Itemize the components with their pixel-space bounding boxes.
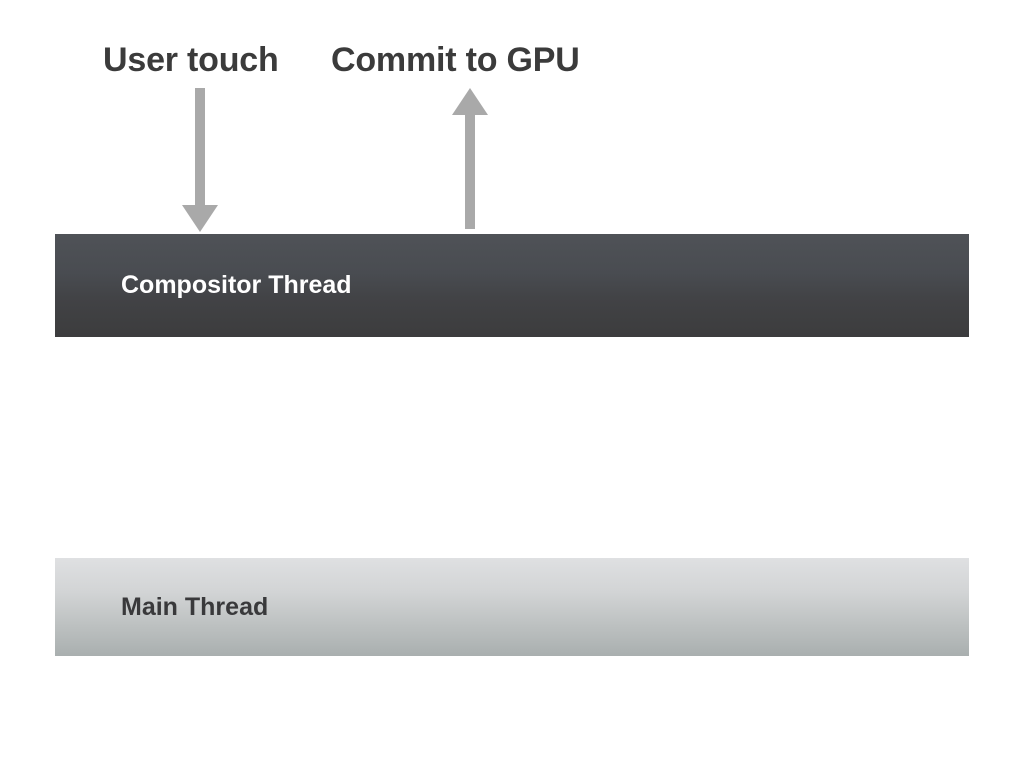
label-commit-to-gpu: Commit to GPU [331,41,580,79]
bar-main-thread: Main Thread [55,558,969,656]
bar-compositor-thread-label: Compositor Thread [121,271,352,299]
bar-main-thread-label: Main Thread [121,592,269,621]
bar-compositor-thread: Compositor Thread [55,234,969,337]
label-user-touch: User touch [103,41,279,79]
arrow-down-icon [182,88,218,232]
arrow-up-icon [452,88,488,229]
